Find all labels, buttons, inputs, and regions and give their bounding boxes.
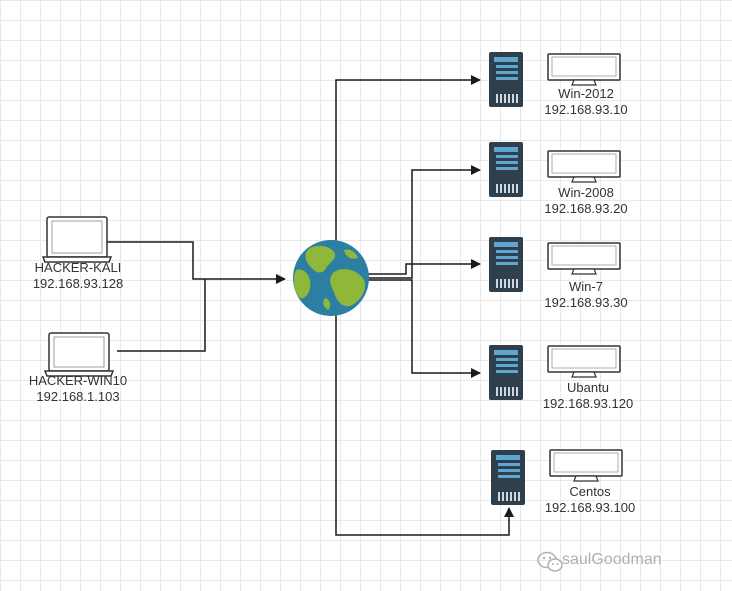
watermark-text: saulGoodman [562, 551, 662, 568]
host-label-kali: HACKER-KALI 192.168.93.128 [33, 260, 123, 292]
server-icon [491, 450, 525, 505]
target-name: Win-2012 [558, 86, 614, 101]
host-ip: 192.168.93.128 [32, 276, 124, 291]
server-icon [489, 52, 523, 107]
monitor-icon [549, 449, 623, 482]
server-icon [489, 237, 523, 292]
host-label-win10: HACKER-WIN10 192.168.1.103 [29, 373, 127, 405]
monitor-icon [547, 150, 621, 183]
connector-kali-to-globe [106, 241, 286, 284]
host-name: HACKER-KALI [34, 260, 122, 275]
target-label-centos: Centos 192.168.93.100 [545, 484, 635, 516]
target-name: Ubantu [567, 380, 609, 395]
globe-icon [293, 240, 369, 316]
target-name: Win-2008 [558, 185, 614, 200]
target-label-win2012: Win-2012 192.168.93.10 [544, 86, 627, 118]
target-ip: 192.168.93.20 [544, 201, 628, 216]
laptop-icon [41, 216, 113, 263]
connector-globe-to-win2012 [335, 75, 481, 279]
laptop-icon [43, 332, 115, 377]
connector-win10-to-globe [117, 279, 206, 352]
target-name: Win-7 [569, 279, 603, 294]
target-label-ubantu: Ubantu 192.168.93.120 [543, 380, 633, 412]
target-label-win2008: Win-2008 192.168.93.20 [544, 185, 627, 217]
target-ip: 192.168.93.30 [544, 295, 628, 310]
monitor-icon [547, 345, 621, 378]
target-ip: 192.168.93.10 [544, 102, 628, 117]
target-ip: 192.168.93.100 [544, 500, 636, 515]
wechat-icon [537, 551, 563, 572]
target-label-win7: Win-7 192.168.93.30 [544, 279, 627, 311]
server-icon [489, 345, 523, 400]
host-name: HACKER-WIN10 [28, 373, 128, 388]
host-ip: 192.168.1.103 [36, 389, 120, 404]
target-ip: 192.168.93.120 [542, 396, 634, 411]
monitor-icon [547, 242, 621, 275]
connector-globe-to-centos [335, 279, 514, 536]
target-icons [489, 52, 623, 505]
monitor-icon [547, 53, 621, 86]
server-icon [489, 142, 523, 197]
target-name: Centos [569, 484, 611, 499]
